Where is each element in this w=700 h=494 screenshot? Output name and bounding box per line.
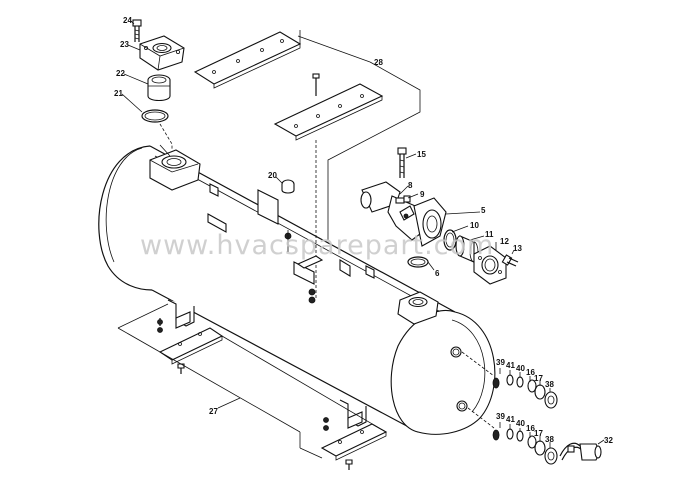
callout-22: 22 (116, 69, 125, 78)
saddle-mounts (117, 299, 388, 470)
callout-41-upper: 41 (506, 361, 515, 370)
callout-17-upper: 17 (534, 374, 543, 383)
callout-41-lower: 41 (506, 415, 515, 424)
callout-40-upper: 40 (516, 364, 525, 373)
bolt-column (281, 140, 324, 304)
callout-11: 11 (485, 230, 494, 239)
callout-9: 9 (420, 190, 425, 199)
tank-top-flange (149, 144, 201, 191)
callout-16-upper: 16 (526, 368, 535, 377)
flange-assembly (132, 19, 185, 150)
callout-13: 13 (513, 244, 522, 253)
callout-labels: 24 23 22 21 28 20 15 8 9 5 10 11 12 13 6… (114, 16, 613, 445)
drain-fittings-lower (467, 407, 605, 465)
valve-assembly (360, 147, 519, 285)
tank-bottom-flange (397, 291, 439, 325)
callout-5: 5 (481, 206, 486, 215)
drain-fittings-upper (461, 351, 558, 409)
mounting-pads-upper (193, 30, 421, 240)
callout-23: 23 (120, 40, 129, 49)
callout-38-lower: 38 (545, 435, 554, 444)
callout-27: 27 (209, 407, 218, 416)
callout-40-lower: 40 (516, 419, 525, 428)
callout-24: 24 (123, 16, 132, 25)
callout-32: 32 (604, 436, 613, 445)
callout-12: 12 (500, 237, 509, 246)
callout-17-lower: 17 (534, 429, 543, 438)
callout-6: 6 (435, 269, 440, 278)
watermark-text: www.hvacsparepart.com (140, 230, 494, 261)
callout-28: 28 (374, 58, 383, 67)
callout-8: 8 (408, 181, 413, 190)
callout-39-lower: 39 (496, 412, 505, 421)
callout-15: 15 (417, 150, 426, 159)
callout-38-upper: 38 (545, 380, 554, 389)
callout-39-upper: 39 (496, 358, 505, 367)
callout-20: 20 (268, 171, 277, 180)
callout-10: 10 (470, 221, 479, 230)
air-tank (98, 145, 496, 435)
callout-16-lower: 16 (526, 424, 535, 433)
callout-21: 21 (114, 89, 123, 98)
